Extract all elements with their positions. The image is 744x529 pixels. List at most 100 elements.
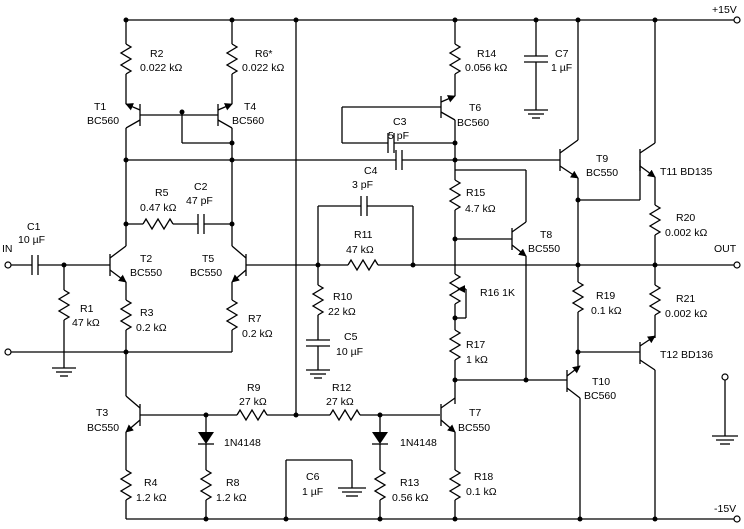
output-label: OUT xyxy=(714,243,737,255)
r8-ref: R8 xyxy=(226,477,240,489)
r14-value: 0.056 kΩ xyxy=(465,62,507,74)
r15-resistor xyxy=(448,179,512,260)
r2-value: 0.022 kΩ xyxy=(140,62,182,74)
r7-ref: R7 xyxy=(248,313,262,325)
r14-resistor xyxy=(448,17,462,96)
r11-value: 47 kΩ xyxy=(346,244,374,256)
t4-transistor xyxy=(179,103,235,160)
r3-value: 0.2 kΩ xyxy=(136,322,167,334)
r10-ref: R10 xyxy=(333,291,352,303)
r18-value: 0.1 kΩ xyxy=(466,486,497,498)
t10-ref: T10 xyxy=(592,376,610,388)
r21-value: 0.002 kΩ xyxy=(665,308,707,320)
t10-transistor xyxy=(566,365,583,522)
t5-transistor xyxy=(231,245,318,300)
r9-ref: R9 xyxy=(247,382,261,394)
t2-ref: T2 xyxy=(140,253,152,265)
t4-value: BC560 xyxy=(232,115,264,127)
t6-ref: T6 xyxy=(469,102,481,114)
feedback-input-terminal xyxy=(4,348,126,356)
t9-transistor xyxy=(559,17,641,282)
r19-value: 0.1 kΩ xyxy=(591,305,622,317)
d1-value: 1N4148 xyxy=(224,437,261,449)
feedback-network xyxy=(306,196,655,379)
c4-value: 3 pF xyxy=(352,179,373,191)
r1-ref: R1 xyxy=(80,303,94,315)
t1-value: BC560 xyxy=(87,115,119,127)
t6-value: BC560 xyxy=(457,117,489,129)
t4-ref: T4 xyxy=(244,101,256,113)
r6-resistor xyxy=(225,17,239,104)
r16-trimmer xyxy=(448,260,467,330)
r5-c2-network xyxy=(123,160,235,246)
t8-ref: T8 xyxy=(540,229,552,241)
c3-ref: C3 xyxy=(393,116,407,128)
d2-value: 1N4148 xyxy=(400,437,437,449)
t2-value: BC550 xyxy=(130,267,162,279)
r3-ref: R3 xyxy=(140,307,154,319)
t7-value: BC550 xyxy=(458,422,490,434)
r4-value: 1.2 kΩ xyxy=(136,492,167,504)
c6-value: 1 µF xyxy=(302,486,323,498)
r6-ref: R6* xyxy=(255,48,273,60)
r18-ref: R18 xyxy=(474,471,493,483)
r20-ref: R20 xyxy=(676,212,695,224)
output-ground xyxy=(712,373,738,445)
t3-transistor xyxy=(125,395,206,470)
r17-value: 1 kΩ xyxy=(466,354,488,366)
r2-resistor xyxy=(119,17,133,104)
c7-value: 1 µF xyxy=(551,62,572,74)
d2-diode xyxy=(372,415,388,519)
t3-ref: T3 xyxy=(96,407,108,419)
negative-rail-label: -15V xyxy=(714,503,736,515)
r14-ref: R14 xyxy=(477,48,496,60)
input-terminal xyxy=(4,255,110,275)
t3-value: BC550 xyxy=(87,422,119,434)
input-label: IN xyxy=(2,243,13,255)
r19-resistor xyxy=(571,262,640,370)
c2-value: 47 pF xyxy=(186,195,213,207)
t5-value: BC550 xyxy=(190,267,222,279)
r11-ref: R11 xyxy=(354,229,373,241)
t5-ref: T5 xyxy=(202,253,214,265)
r7-value: 0.2 kΩ xyxy=(242,328,273,340)
r5-value: 0.47 kΩ xyxy=(140,202,177,214)
bias-chain xyxy=(203,17,440,422)
r6-value: 0.022 kΩ xyxy=(242,62,284,74)
r4-resistor xyxy=(119,469,133,519)
r15-value: 4.7 kΩ xyxy=(465,203,496,215)
r19-ref: R19 xyxy=(596,290,615,302)
r12-value: 27 kΩ xyxy=(326,396,354,408)
r10-value: 22 kΩ xyxy=(328,306,356,318)
c7-capacitor xyxy=(524,17,548,119)
c7-ref: C7 xyxy=(555,48,569,60)
r12-ref: R12 xyxy=(332,382,351,394)
r21-ref: R21 xyxy=(676,293,695,305)
r1-value: 47 kΩ xyxy=(72,317,100,329)
r20-value: 0.002 kΩ xyxy=(665,227,707,239)
c4-capacitor xyxy=(395,150,403,170)
r13-value: 0.56 kΩ xyxy=(392,492,429,504)
vas-bus xyxy=(123,157,560,163)
t9-ref: T9 xyxy=(596,153,608,165)
r15-ref: R15 xyxy=(466,187,485,199)
d1-diode xyxy=(198,415,214,519)
c6-ref: C6 xyxy=(306,471,320,483)
t8-value: BC550 xyxy=(528,243,560,255)
r17-ref: R17 xyxy=(466,339,485,351)
r8-value: 1.2 kΩ xyxy=(216,492,247,504)
t9-value: BC550 xyxy=(586,167,618,179)
positive-rail xyxy=(126,16,741,24)
t12-ref: T12 BD136 xyxy=(660,349,713,361)
c2-ref: C2 xyxy=(194,181,208,193)
r2-ref: R2 xyxy=(150,48,164,60)
r4-ref: R4 xyxy=(144,477,158,489)
r5-ref: R5 xyxy=(155,187,169,199)
t11-ref: T11 BD135 xyxy=(660,166,712,178)
r16-ref: R16 1K xyxy=(480,287,515,299)
c1-value: 10 µF xyxy=(18,234,45,246)
r3-r7-resistors xyxy=(119,299,239,396)
r9-value: 27 kΩ xyxy=(239,396,267,408)
